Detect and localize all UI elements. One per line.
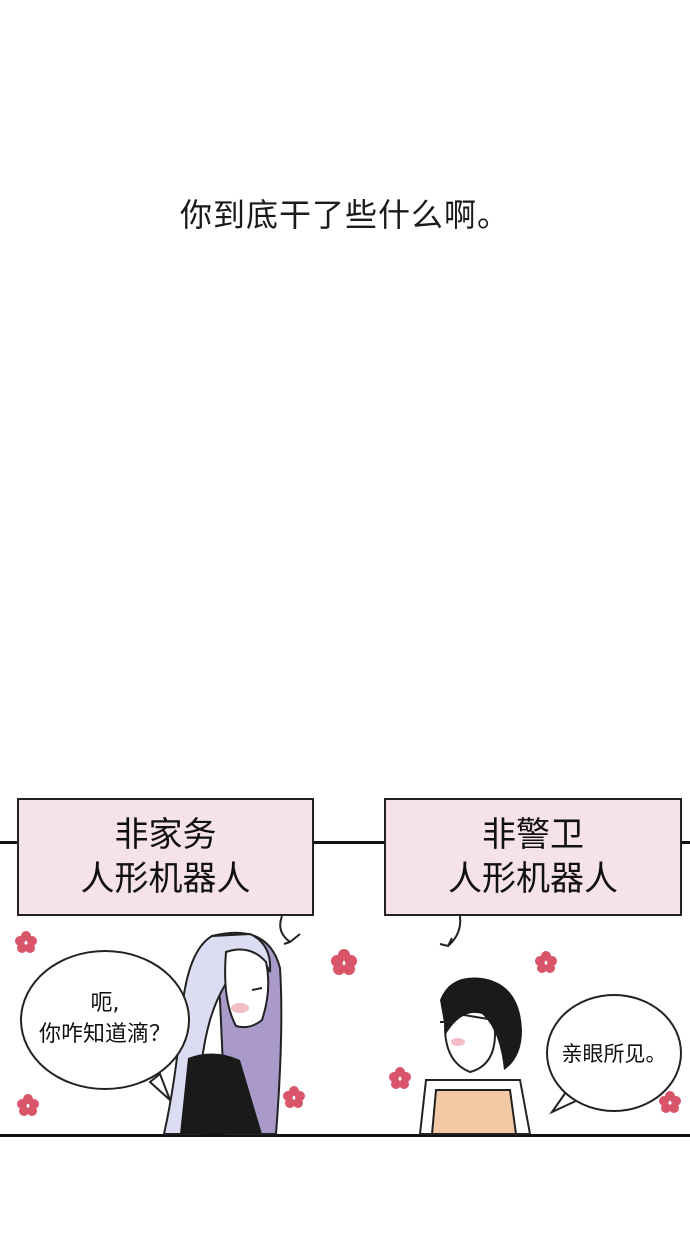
- left-bubble-tail: [148, 1072, 171, 1101]
- panel-bottom-border: [0, 1134, 690, 1137]
- left-label-box: 非家务 人形机器人: [17, 798, 314, 916]
- top-caption: 你到底干了些什么啊。: [179, 196, 510, 234]
- flower-icon: [283, 1086, 305, 1108]
- flower-icon: [389, 1067, 411, 1089]
- panel-top-border: [0, 841, 690, 844]
- left-label-pointer: [279, 915, 301, 945]
- flower-decorations: [15, 931, 681, 1116]
- right-character: [418, 977, 532, 1135]
- right-bubble-text: 亲眼所见。: [561, 1042, 667, 1066]
- flower-icon: [17, 1094, 39, 1116]
- flower-icon: [659, 1091, 681, 1113]
- flower-icon: [331, 949, 357, 975]
- right-speech-bubble: 亲眼所见。: [546, 994, 682, 1112]
- left-speech-bubble: 呃, 你咋知道滴？: [20, 950, 190, 1090]
- right-label-line1: 非警卫: [482, 814, 584, 855]
- flower-icon: [15, 931, 37, 953]
- left-character: [162, 931, 283, 1135]
- left-bubble-line2: 你咋知道滴？: [38, 1022, 171, 1047]
- right-label-line2: 人形机器人: [448, 859, 618, 899]
- right-label-box: 非警卫 人形机器人: [384, 798, 682, 916]
- right-label-pointer: [439, 915, 462, 948]
- left-label-line2: 人形机器人: [80, 859, 251, 899]
- left-bubble-line1: 呃,: [90, 991, 120, 1017]
- left-label-line1: 非家务: [114, 814, 217, 855]
- flower-icon: [535, 951, 557, 973]
